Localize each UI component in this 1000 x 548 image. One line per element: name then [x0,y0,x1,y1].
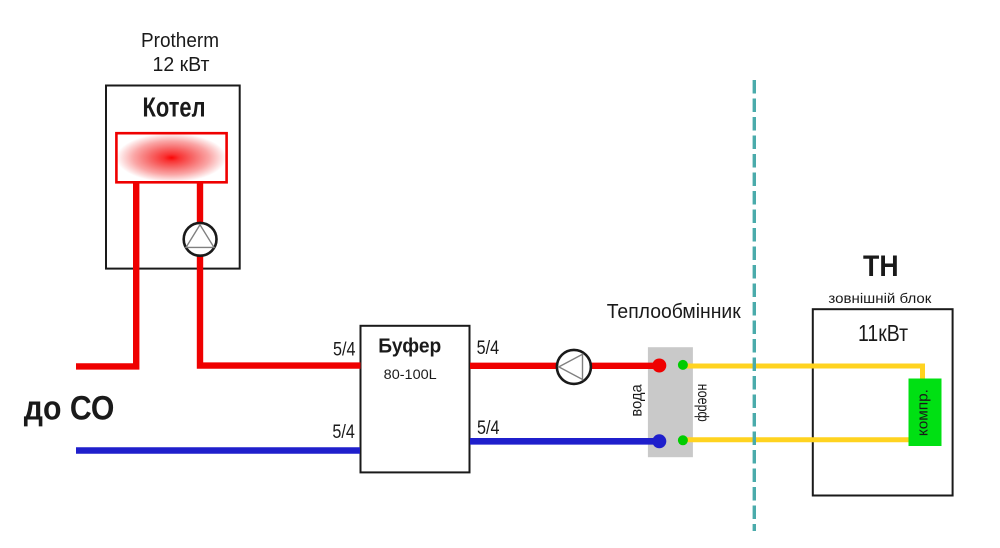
svg-text:80-100L: 80-100L [384,366,437,382]
svg-text:5/4: 5/4 [332,422,355,443]
svg-text:12 кВт: 12 кВт [153,54,210,76]
svg-text:зовнішній блок: зовнішній блок [828,290,932,306]
svg-text:11кВт: 11кВт [858,320,908,346]
svg-text:5/4: 5/4 [477,338,500,359]
svg-text:Котел: Котел [143,92,206,123]
svg-text:Protherm: Protherm [141,30,219,52]
svg-text:вода: вода [628,384,645,416]
svg-text:компр.: компр. [914,389,931,436]
svg-text:ТН: ТН [863,250,899,283]
svg-text:Буфер: Буфер [378,336,441,358]
svg-text:Теплообмінник: Теплообмінник [607,300,742,323]
svg-text:до СО: до СО [24,390,115,428]
svg-text:5/4: 5/4 [477,418,500,439]
svg-text:5/4: 5/4 [333,339,356,360]
svg-text:ноерф: ноерф [694,384,711,422]
